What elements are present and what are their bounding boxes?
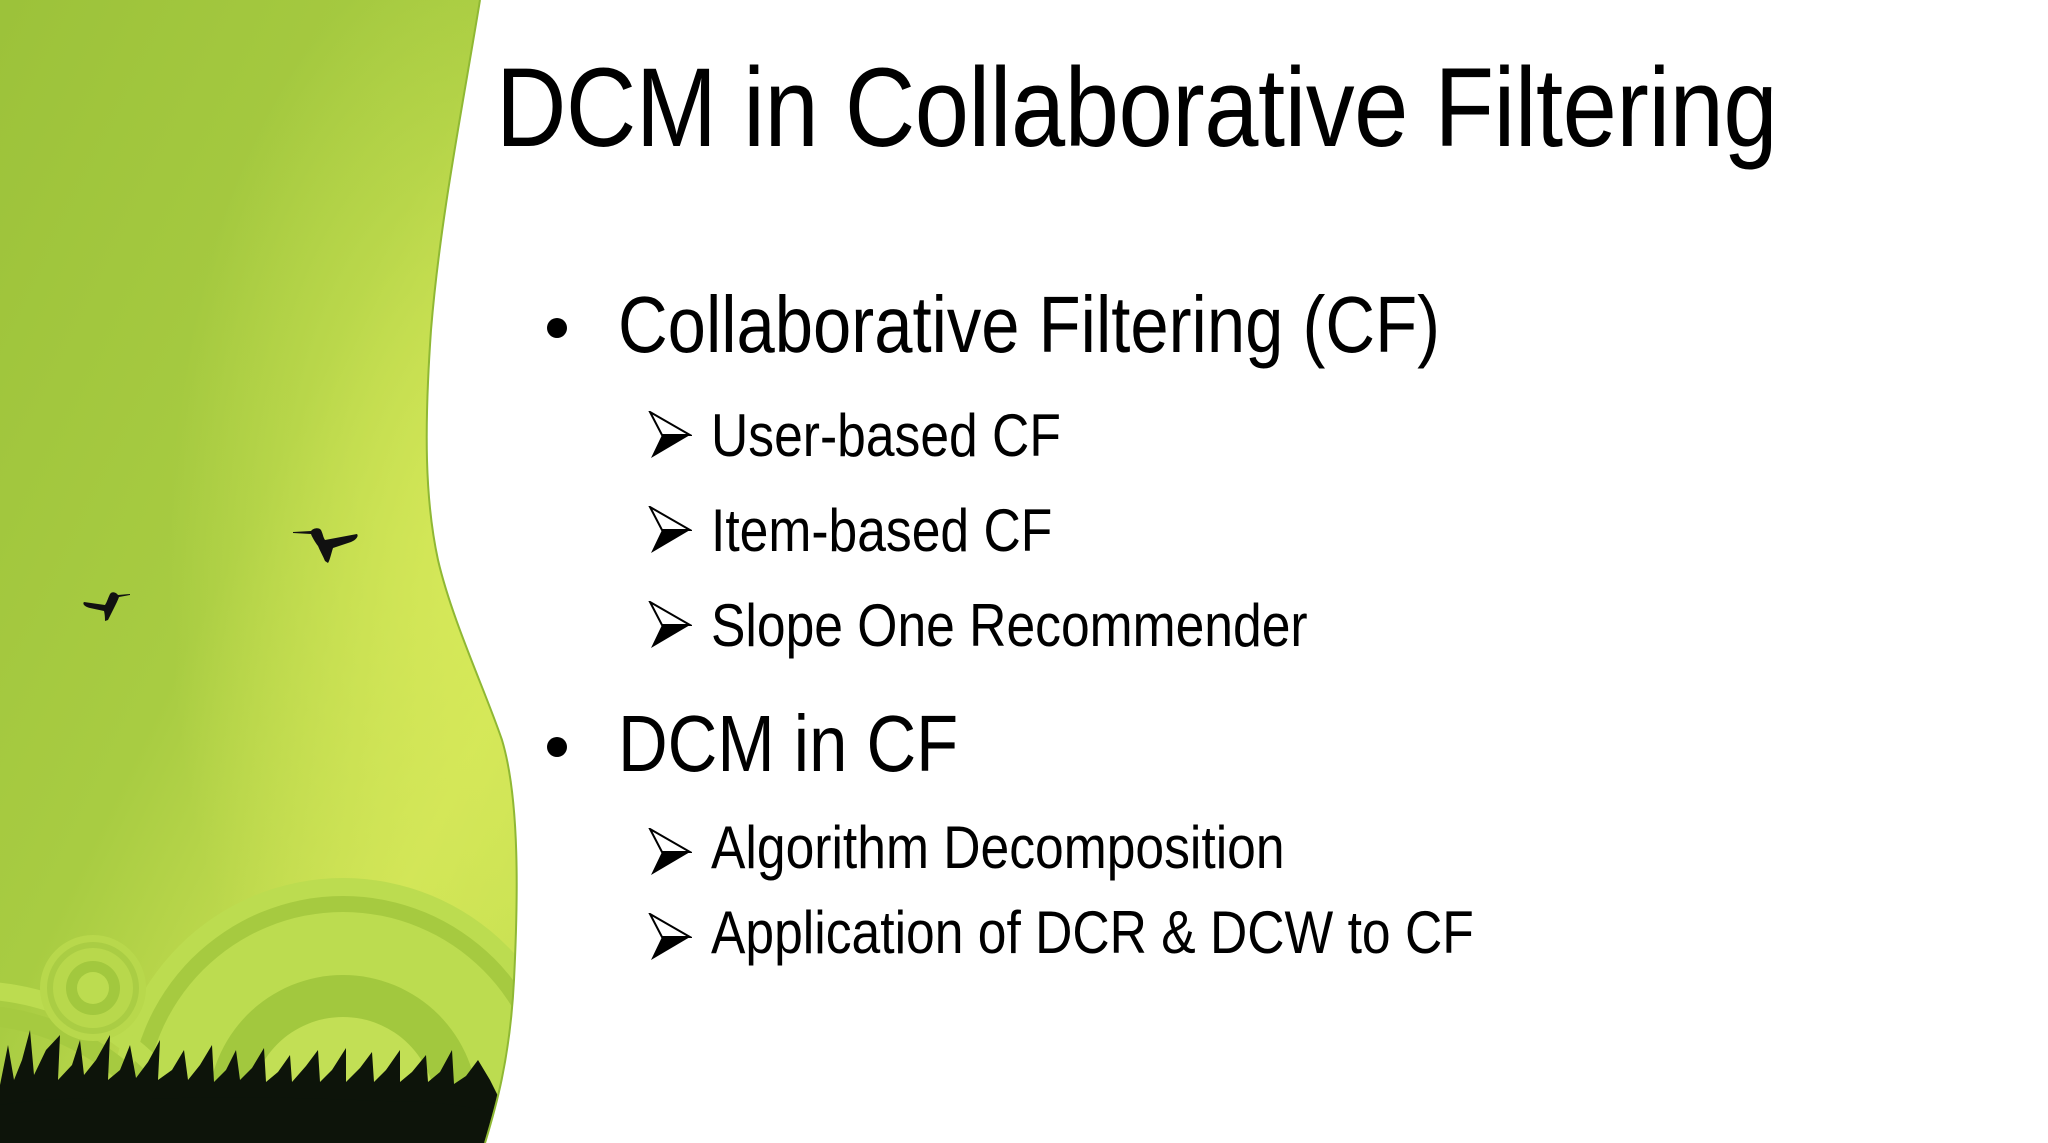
sub-item-item-based-cf: Item-based CF: [711, 497, 1053, 564]
green-side-panel: [0, 0, 517, 1143]
grass-silhouette: [0, 1030, 500, 1143]
arrowhead-bullet-icon: [648, 411, 692, 458]
arrowhead-bullet-icon: [648, 913, 692, 960]
panel-edge: [425, 0, 518, 1143]
slide-title: DCM in Collaborative Filtering: [496, 45, 1778, 170]
arrowhead-bullet-icon: [648, 601, 692, 648]
sub-item-user-based-cf: User-based CF: [711, 402, 1061, 469]
hummingbird-icon: [293, 528, 358, 563]
sub-item-application-dcr-dcw: Application of DCR & DCW to CF: [711, 899, 1474, 966]
bullet-collaborative-filtering: Collaborative Filtering (CF): [618, 280, 1441, 369]
bullet-dcm-in-cf: DCM in CF: [618, 699, 959, 788]
sub-item-slope-one: Slope One Recommender: [711, 592, 1308, 659]
arrowhead-bullet-icon: [648, 506, 692, 553]
arrowhead-bullet-icon: [648, 828, 692, 875]
hummingbird-icon: [83, 592, 130, 621]
sub-item-algorithm-decomposition: Algorithm Decomposition: [711, 814, 1285, 881]
round-bullet-icon: [547, 318, 567, 338]
round-bullet-icon: [547, 737, 567, 757]
